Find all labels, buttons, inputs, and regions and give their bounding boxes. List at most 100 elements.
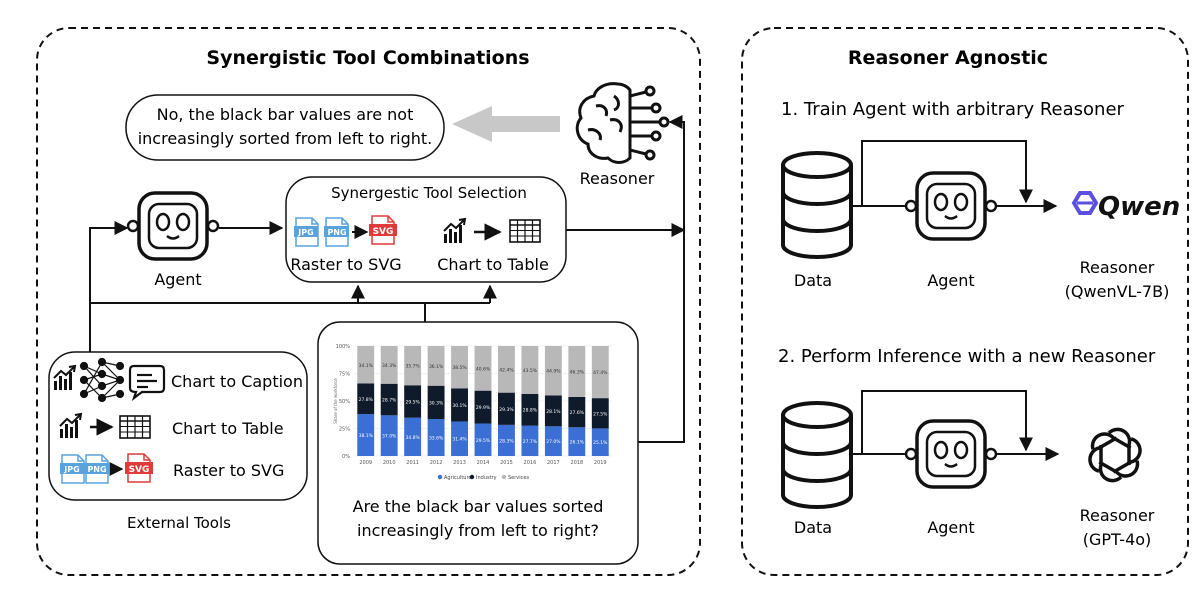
chart-data-label: 43.5% <box>523 368 538 374</box>
chart-data-label: 29.5% <box>405 399 420 405</box>
step1-heading: 1. Train Agent with arbitrary Reasoner <box>781 99 1125 120</box>
chart-ylabel: Share of the workforce <box>333 378 338 424</box>
step2-agent-label: Agent <box>927 518 974 537</box>
step1-agent-label: Agent <box>927 271 974 290</box>
chart-data-label: 28.8% <box>523 408 538 414</box>
chart-xtick: 2011 <box>406 460 419 466</box>
answer-flow-arrow <box>452 106 560 142</box>
chart-bar-segment <box>568 396 586 428</box>
ext-tool-caption: Chart to Caption <box>171 372 303 391</box>
qwen-logo-icon: Qwen <box>1071 191 1180 222</box>
chart-legend-swatch <box>501 474 507 480</box>
chart-xtick: 2013 <box>453 460 466 466</box>
chart-legend-label: Industry <box>476 475 497 481</box>
step1-connectors <box>851 140 1058 213</box>
agent-label: Agent <box>154 270 201 289</box>
step1-data-label: Data <box>794 271 832 290</box>
answer-line-2: increasingly sorted from left to right. <box>138 129 433 148</box>
chart-bar-segment <box>568 346 586 397</box>
chart-bar-segment <box>498 346 515 393</box>
chart-bar-segment <box>427 346 445 386</box>
chart-bar-segment <box>591 398 609 429</box>
step1-agent-icon <box>903 171 999 241</box>
chart-data-label: 29.9% <box>476 405 491 411</box>
chart-data-label: 27.7% <box>523 439 538 445</box>
chart-data-label: 34.1% <box>359 363 374 369</box>
chart-bar-segment <box>451 346 468 389</box>
chart-data-label: 34.3% <box>382 363 397 369</box>
chart-data-label: 30.3% <box>429 400 444 406</box>
chart-data-label: 28.3% <box>499 438 514 444</box>
reasoner-brain-icon <box>575 82 670 164</box>
openai-logo-icon <box>1088 427 1142 483</box>
chart-xtick: 2012 <box>430 460 443 466</box>
chart-ytick: 25% <box>339 427 350 433</box>
chart-bar-segment <box>451 421 468 456</box>
chart-xtick: 2015 <box>500 460 513 466</box>
chart-data-label: 27.0% <box>546 439 561 445</box>
chart-data-label: 27.8% <box>359 397 374 403</box>
mini-bar-chart: Share of the workforce0%25%50%75%100%38.… <box>333 344 612 481</box>
left-panel-title: Synergistic Tool Combinations <box>206 47 529 69</box>
chart-bar-segment <box>521 425 539 456</box>
chart-data-label: 36.1% <box>429 364 444 370</box>
chart-bar-segment <box>357 346 375 384</box>
chart-bar-segment <box>544 426 562 456</box>
chart-bar-segment <box>498 424 515 456</box>
chart-legend-swatch <box>437 474 443 480</box>
chart-data-label: 29.5% <box>476 438 491 444</box>
tool-selection-chart-label: Chart to Table <box>437 255 549 274</box>
jpg-file-icon: JPG <box>294 217 319 247</box>
svg-file-icon: SVG <box>369 215 397 245</box>
svg-text:JPG: JPG <box>297 228 313 237</box>
chart-xtick: 2016 <box>524 460 537 466</box>
chart-bar-segment <box>474 390 492 424</box>
chart-bar-segment <box>498 392 515 425</box>
chart-data-label: 38.1% <box>359 433 374 439</box>
chart-bar-segment <box>380 415 398 456</box>
left-connectors <box>89 115 686 443</box>
step2-reasoner-label: Reasoner <box>1080 506 1155 525</box>
chart-bar-segment <box>591 428 609 456</box>
question-line-2: increasingly from left to right? <box>357 521 599 540</box>
chart-bar-segment <box>380 346 398 384</box>
chart-data-label: 47.4% <box>593 370 608 376</box>
chart-legend-label: Services <box>508 475 529 481</box>
chart-bar-segment <box>544 395 562 427</box>
chart-data-label: 30.1% <box>452 403 467 409</box>
ext-svg-file-icon: SVG <box>125 453 153 483</box>
step2-heading: 2. Perform Inference with a new Reasoner <box>778 346 1156 367</box>
step2-connectors <box>851 390 1060 461</box>
answer-line-1: No, the black bar values are not <box>157 105 414 124</box>
chart-data-label: 42.4% <box>499 367 514 373</box>
ext-png-file-icon: PNG <box>84 454 109 484</box>
ext-table-icon <box>119 415 151 439</box>
chart-bar-segment <box>544 346 562 396</box>
tool-selection-title: Synergestic Tool Selection <box>331 184 527 202</box>
chart-bar-segment <box>357 383 375 415</box>
chart-data-label: 28.1% <box>546 409 561 415</box>
chart-bar-segment <box>380 383 398 416</box>
table-icon <box>509 219 541 243</box>
chart-data-label: 27.6% <box>570 410 585 416</box>
chart-data-label: 38.5% <box>452 365 467 371</box>
chart-ytick: 75% <box>339 372 350 378</box>
step1-data-icon <box>781 151 853 259</box>
neural-network-icon <box>79 357 125 403</box>
svg-text:SVG: SVG <box>129 465 150 475</box>
chart-bar-segment <box>357 414 375 456</box>
chart-data-label: 46.3% <box>570 369 585 375</box>
chart-xtick: 2014 <box>477 460 490 466</box>
chart-bar-segment <box>521 393 539 426</box>
chart-legend-swatch <box>469 474 475 480</box>
right-panel-border <box>741 27 1189 576</box>
chart-data-label: 44.9% <box>546 369 561 375</box>
chart-bar-segment <box>568 427 586 456</box>
chart-data-label: 37.0% <box>382 434 397 440</box>
chart-bar-segment <box>404 346 422 386</box>
step2-agent-icon <box>903 419 999 489</box>
step2-data-icon <box>781 401 853 509</box>
chart-data-label: 34.8% <box>405 435 420 441</box>
chart-data-label: 27.5% <box>593 411 608 417</box>
